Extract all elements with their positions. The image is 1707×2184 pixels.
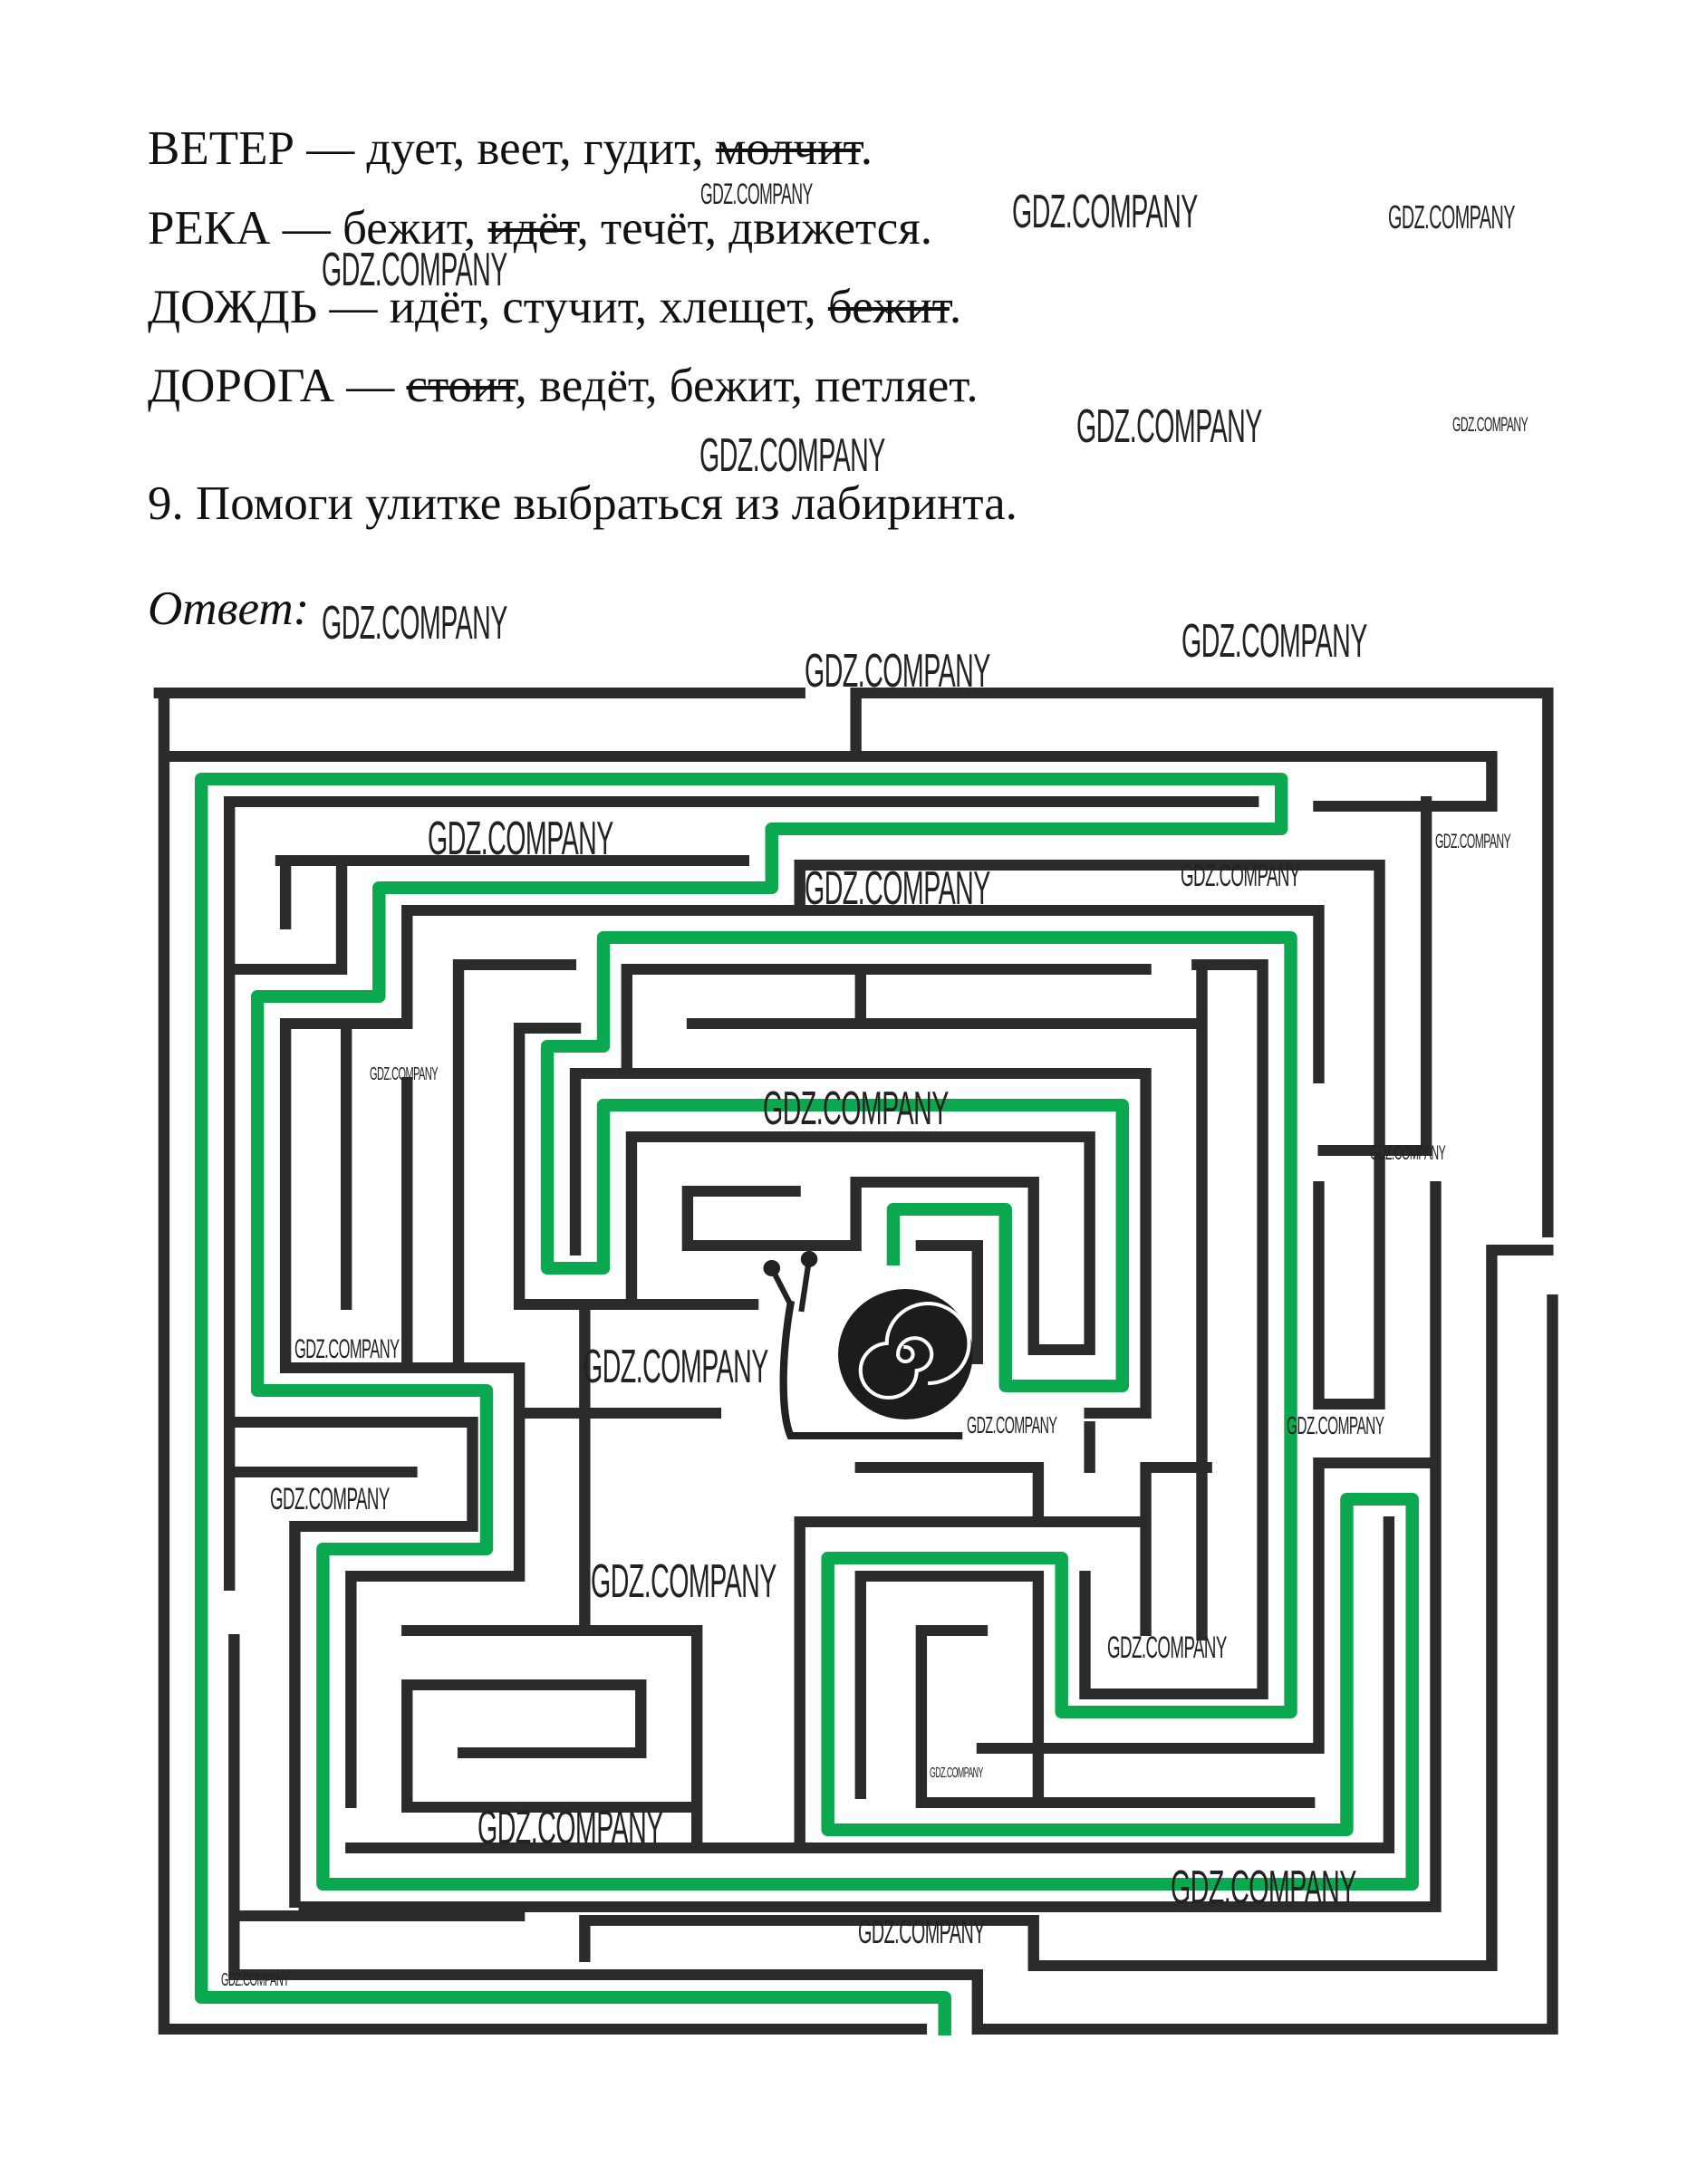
watermark: GDZ.COMPANY <box>221 1970 290 1990</box>
watermark: GDZ.COMPANY <box>699 429 885 482</box>
dash: — <box>294 122 367 175</box>
watermark: GDZ.COMPANY <box>1107 1631 1227 1665</box>
watermark: GDZ.COMPANY <box>805 645 990 698</box>
word: ДОРОГА <box>148 360 334 412</box>
watermark: GDZ.COMPANY <box>1181 615 1367 668</box>
answer-label: Ответ: <box>148 582 310 635</box>
watermark: GDZ.COMPANY <box>1012 186 1198 238</box>
watermark: GDZ.COMPANY <box>591 1555 776 1608</box>
segment: бежит, <box>342 202 488 255</box>
watermark: GDZ.COMPANY <box>967 1411 1057 1438</box>
watermark: GDZ.COMPANY <box>477 1802 663 1854</box>
watermark: GDZ.COMPANY <box>763 1082 949 1135</box>
word: ДОЖДЬ <box>148 281 318 333</box>
maze-walls <box>153 688 1558 2035</box>
segment: идёт, стучит, хлещет, <box>389 281 828 333</box>
watermark: GDZ.COMPANY <box>1435 830 1511 852</box>
segment: , течёт, движется. <box>576 202 932 255</box>
segment: . <box>949 281 962 333</box>
watermark: GDZ.COMPANY <box>583 1341 768 1393</box>
watermark: GDZ.COMPANY <box>1287 1411 1384 1439</box>
watermark: GDZ.COMPANY <box>1388 198 1515 236</box>
struck-word: идёт <box>487 202 577 255</box>
watermark: GDZ.COMPANY <box>322 597 507 649</box>
segment: . <box>860 122 873 175</box>
watermark: GDZ.COMPANY <box>700 178 813 210</box>
line-veter: ВЕТЕР — дует, веет, гудит, молчит. <box>148 125 873 173</box>
line-reka: РЕКА — бежит, идёт, течёт, движется. <box>148 205 932 253</box>
snail-icon <box>763 1251 973 1439</box>
solution-path <box>195 773 1419 2035</box>
watermark: GDZ.COMPANY <box>270 1482 390 1516</box>
watermark: GDZ.COMPANY <box>805 862 990 915</box>
segment: , ведёт, бежит, петляет. <box>515 360 979 412</box>
watermark: GDZ.COMPANY <box>370 1064 439 1084</box>
line-doroga: ДОРОГА — стоит, ведёт, бежит, петляет. <box>148 362 979 410</box>
watermark: GDZ.COMPANY <box>930 1765 983 1781</box>
word: ВЕТЕР <box>148 122 294 175</box>
struck-word: бежит <box>827 281 950 333</box>
watermark: GDZ.COMPANY <box>1452 413 1529 436</box>
line-dozhd: ДОЖДЬ — идёт, стучит, хлещет, бежит. <box>148 284 961 332</box>
watermark: GDZ.COMPANY <box>294 1334 400 1364</box>
watermark: GDZ.COMPANY <box>428 813 613 865</box>
word: РЕКА <box>148 202 271 255</box>
dash: — <box>317 281 390 333</box>
segment: дует, веет, гудит, <box>366 122 716 175</box>
watermark: GDZ.COMPANY <box>1181 859 1300 893</box>
watermark: GDZ.COMPANY <box>322 244 507 296</box>
dash: — <box>270 202 342 255</box>
dash: — <box>333 360 407 412</box>
watermark: GDZ.COMPANY <box>1171 1862 1356 1914</box>
struck-word: стоит <box>406 360 516 412</box>
watermark: GDZ.COMPANY <box>1076 400 1262 453</box>
watermark: GDZ.COMPANY <box>858 1913 985 1950</box>
struck-word: молчит <box>715 122 861 175</box>
task-title: 9. Помоги улитке выбраться из лабиринта. <box>148 477 1017 530</box>
watermark: GDZ.COMPANY <box>1370 1141 1446 1164</box>
